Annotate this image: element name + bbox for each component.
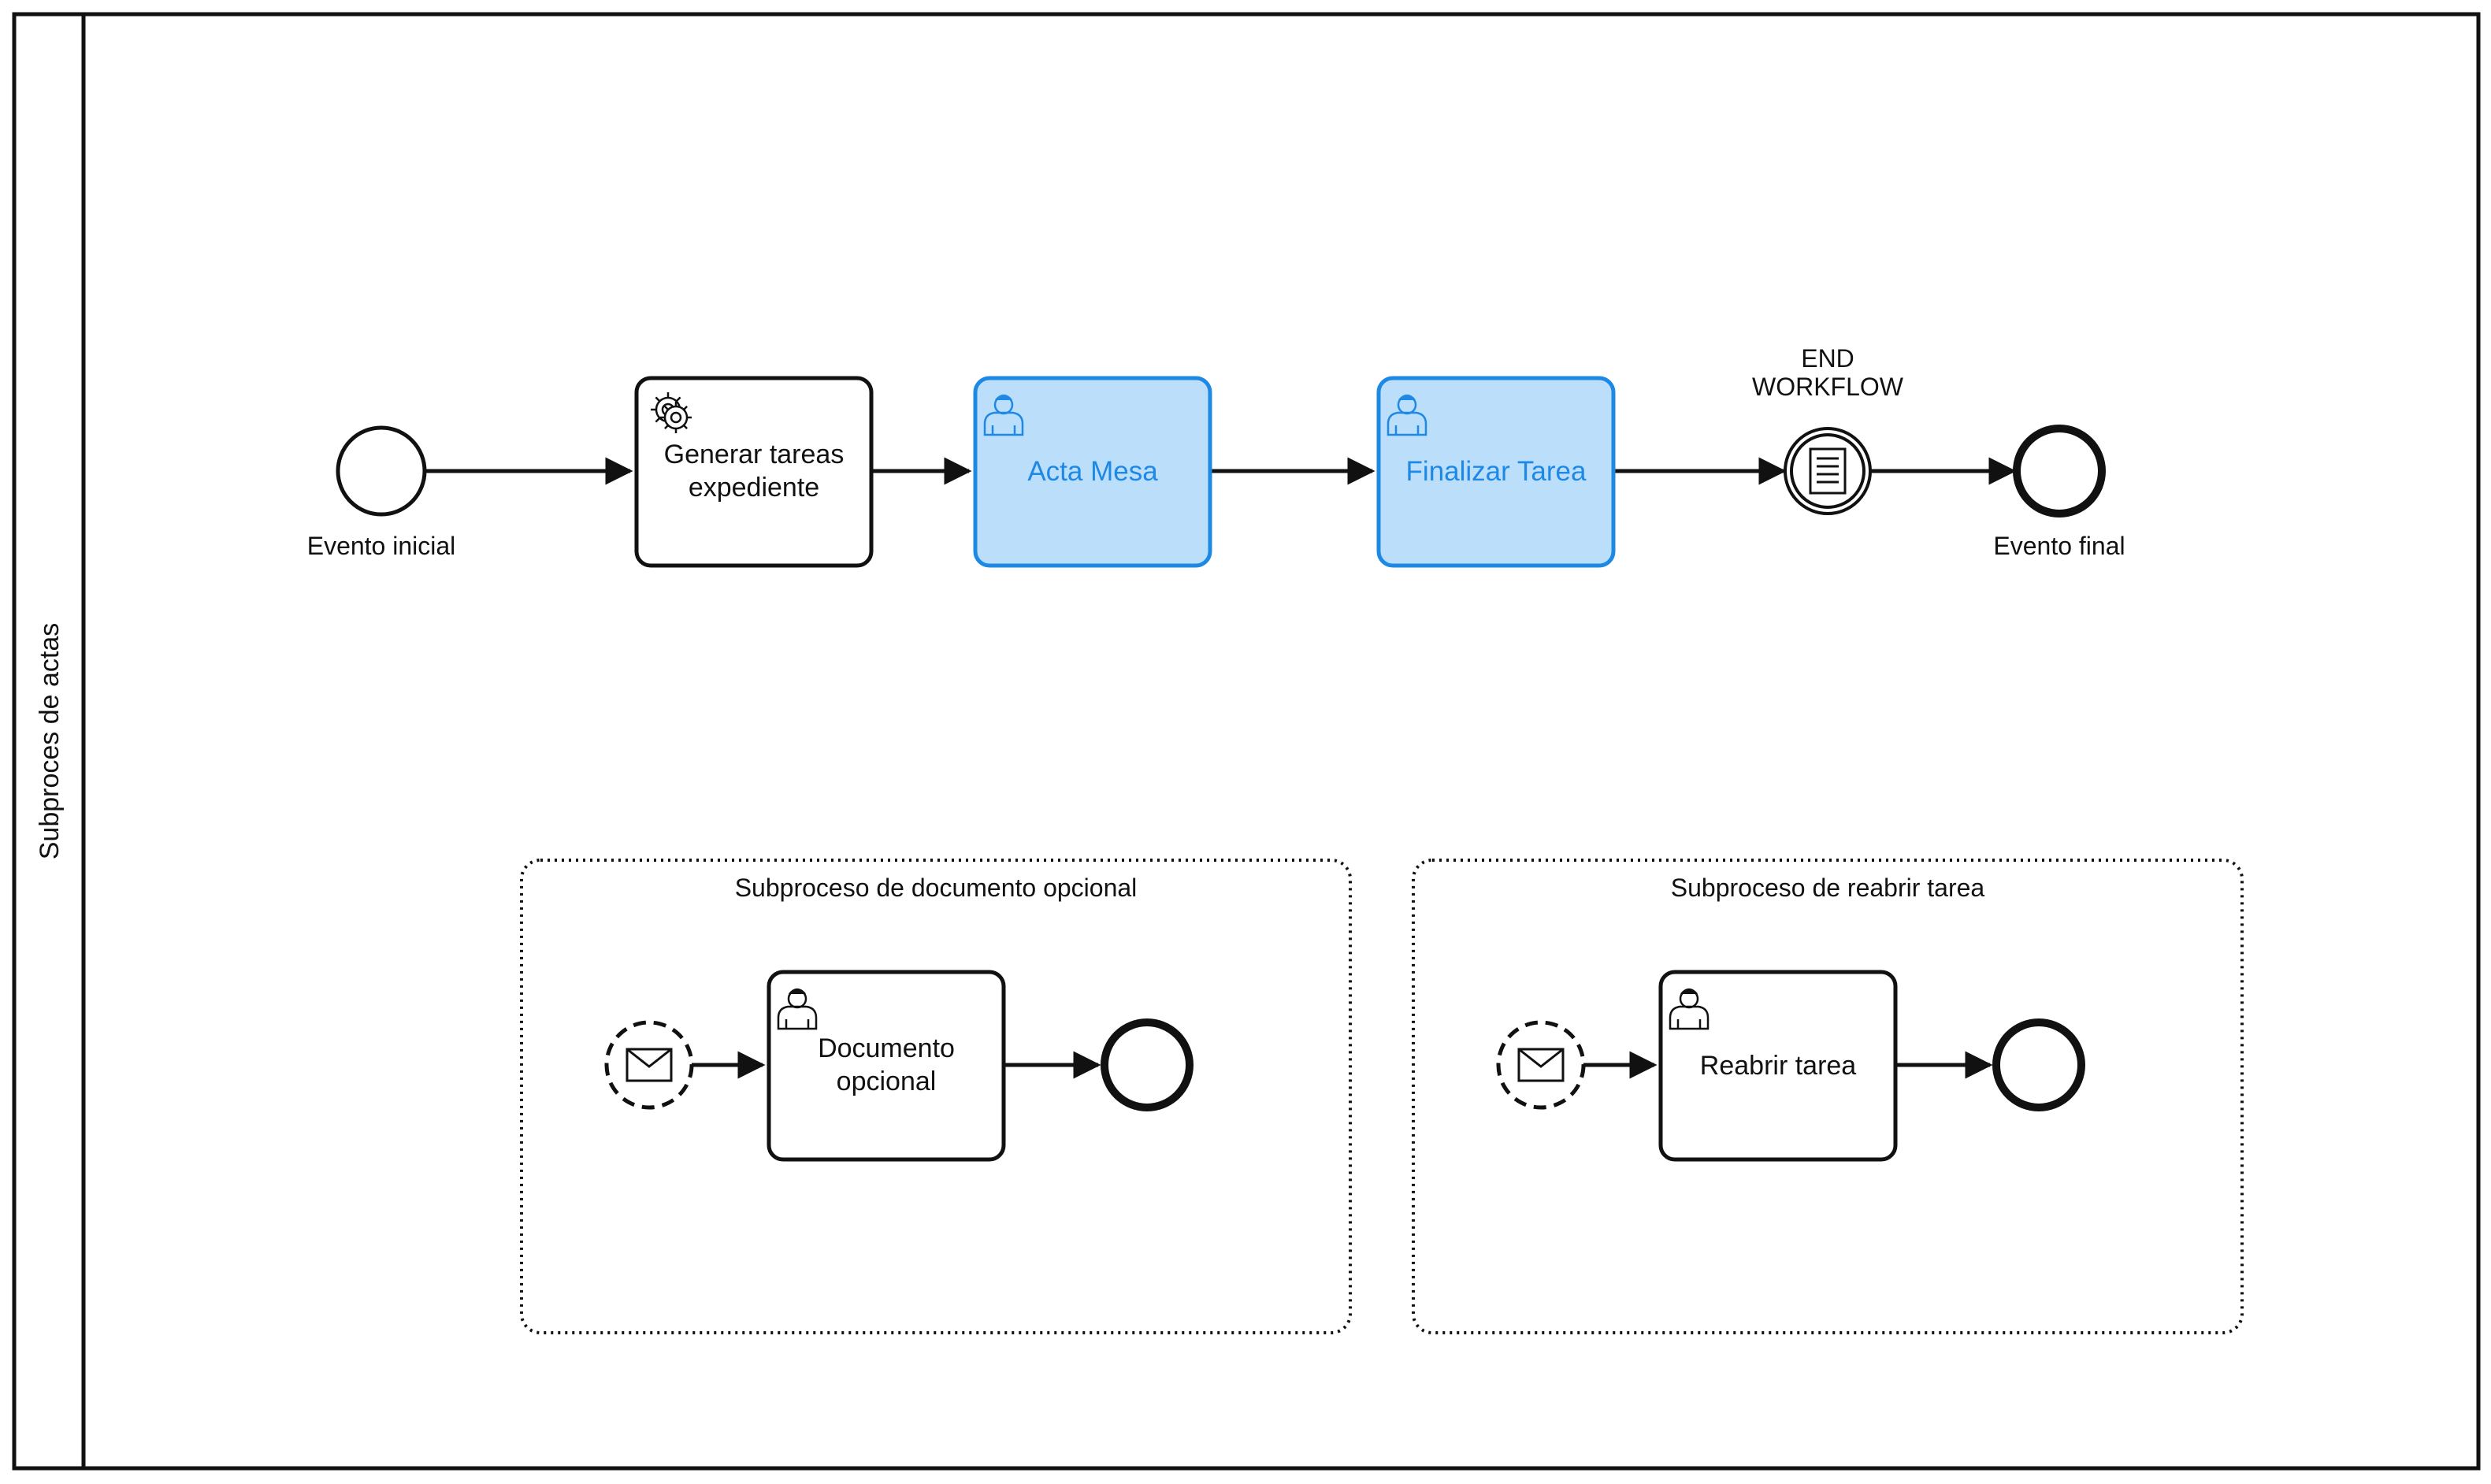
user-task-acta-mesa[interactable]: Acta Mesa: [973, 376, 1212, 568]
user-task-finalizar-tarea[interactable]: Finalizar Tarea: [1376, 376, 1616, 568]
subprocess-end-event[interactable]: [1101, 1018, 1194, 1111]
finalizar-tarea-label: Finalizar Tarea: [1406, 456, 1587, 487]
user-task-documento-opcional[interactable]: Documento opcional: [767, 970, 1006, 1162]
pool-label: Subproces de actas: [35, 623, 65, 860]
subprocess-reabrir-title: Subproceso de reabrir tarea: [1671, 874, 1985, 902]
document-icon: [1809, 447, 1847, 495]
user-icon: [777, 988, 818, 1030]
start-event-label: Evento inicial: [307, 532, 456, 560]
end-event[interactable]: [2013, 425, 2106, 518]
service-task-label-line1: Generar tareas: [664, 440, 845, 469]
event-subprocess-reabrir-tarea[interactable]: Subproceso de reabrir tarea Reabrir tare…: [1412, 859, 2244, 1334]
envelope-icon: [626, 1048, 673, 1082]
user-icon: [1669, 988, 1710, 1030]
pool[interactable]: [12, 12, 2481, 1471]
reabrir-tarea-label: Reabrir tarea: [1700, 1051, 1857, 1081]
user-icon: [983, 394, 1024, 436]
event-subprocess-documento-opcional[interactable]: Subproceso de documento opcional Documen…: [520, 859, 1352, 1334]
start-event[interactable]: [336, 425, 427, 517]
documento-opcional-label-line2: opcional: [837, 1067, 937, 1096]
gear-icon: [651, 392, 692, 433]
intermediate-event-end-workflow[interactable]: [1784, 427, 1872, 515]
subprocess-end-event[interactable]: [1992, 1018, 2085, 1111]
subprocess-documento-title: Subproceso de documento opcional: [735, 874, 1138, 902]
user-icon: [1387, 394, 1427, 436]
documento-opcional-label-line1: Documento: [818, 1033, 955, 1063]
service-task-label-line2: expediente: [689, 473, 819, 503]
end-workflow-label-line1: END: [1801, 344, 1854, 373]
envelope-icon: [1517, 1048, 1565, 1082]
end-event-label: Evento final: [1993, 532, 2125, 560]
end-workflow-label-line2: WORKFLOW: [1752, 373, 1904, 401]
service-task-generar-tareas[interactable]: Generar tareas expediente: [634, 376, 874, 568]
user-task-reabrir-tarea[interactable]: Reabrir tarea: [1658, 970, 1898, 1162]
acta-mesa-label: Acta Mesa: [1027, 456, 1158, 487]
